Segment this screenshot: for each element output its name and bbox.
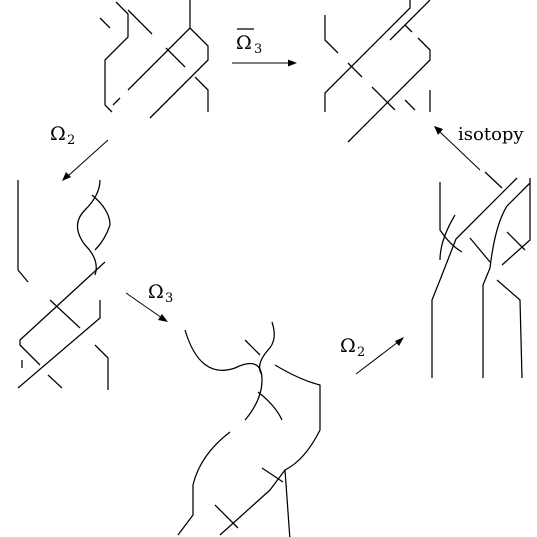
label-top-symbol: Ω [236,32,252,54]
label-middle-subscript: 3 [165,291,173,306]
arrow-left [62,139,109,181]
braid-right [431,171,531,379]
label-right-subscript: 2 [357,345,365,360]
label-left-subscript: 2 [67,133,75,148]
label-isotopy: isotopy [458,124,524,145]
label-top-move: Ω 3 [236,28,262,57]
label-left-symbol: Ω [50,123,66,145]
arrow-right [355,337,404,375]
label-top-subscript: 3 [254,42,262,57]
label-middle-symbol: Ω [148,281,164,303]
braid-left [17,179,111,390]
arrow-middle [125,292,168,322]
arrow-upper-right [434,126,481,171]
label-left-move: Ω 2 [50,123,75,148]
braid-top-right [324,0,431,143]
label-right-move: Ω 2 [340,335,365,360]
braid-bottom-middle [177,321,321,537]
arrow-top [232,59,297,67]
label-right-symbol: Ω [340,335,356,357]
braid-top-left [99,0,209,119]
label-middle-move: Ω 3 [148,281,173,306]
